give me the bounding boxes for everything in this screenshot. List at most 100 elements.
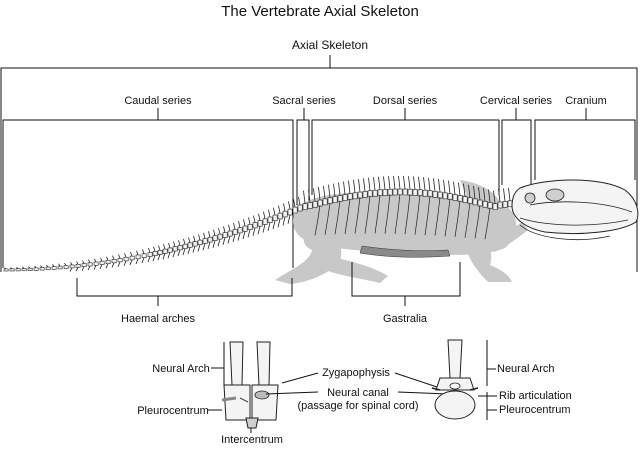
haemal-arch	[242, 231, 246, 240]
neural-spine	[208, 231, 211, 238]
vertebra	[141, 253, 147, 258]
anterior-vertebra-detail	[431, 339, 479, 420]
vertebra	[129, 255, 135, 261]
haemal-arch	[141, 257, 145, 264]
rib	[414, 194, 421, 235]
vertebra	[75, 263, 81, 268]
vertebra	[227, 230, 233, 237]
vertebra	[262, 218, 268, 225]
vertebra	[217, 233, 223, 240]
vertebra	[242, 225, 248, 232]
sacral-bracket	[296, 119, 310, 205]
vertebra	[257, 220, 263, 227]
neural-arch-label-right: Neural Arch	[497, 363, 554, 375]
haemal-bracket	[76, 278, 293, 297]
body-silhouette	[275, 180, 528, 284]
haemal-arch	[257, 226, 261, 235]
vertebral-column	[3, 175, 513, 272]
neural-spine	[398, 175, 401, 190]
vertebra	[152, 251, 158, 256]
neural-spine	[308, 189, 311, 203]
neural-spine	[413, 176, 416, 190]
neural-spine	[293, 199, 296, 208]
neural-spine	[453, 181, 456, 195]
haemal-arch	[267, 222, 271, 231]
neural-spine	[433, 178, 436, 192]
haemal-arch	[227, 235, 231, 244]
region-brackets	[2, 108, 636, 268]
neural-spine	[94, 258, 97, 263]
vertebra	[27, 267, 33, 271]
haemal-arch	[207, 241, 211, 250]
vertebra	[111, 258, 117, 264]
lateral-vertebrae-detail	[221, 341, 279, 429]
haemal-arch	[182, 248, 186, 256]
neural-spine	[283, 203, 286, 212]
vertebra	[3, 268, 9, 272]
diagram-title: The Vertebrate Axial Skeleton	[221, 3, 419, 20]
neural-spine	[106, 256, 109, 261]
rib	[324, 202, 331, 235]
neural-spine	[343, 181, 346, 195]
neural-spine	[52, 264, 55, 267]
vertebra	[187, 242, 193, 248]
neural-spine	[40, 265, 43, 268]
neural-spine	[228, 224, 231, 232]
vertebra	[312, 200, 318, 208]
vertebra	[422, 189, 428, 197]
vertebra	[182, 243, 188, 249]
neural-spine	[88, 259, 91, 263]
vertebra	[282, 210, 288, 218]
neural-spine	[238, 221, 241, 228]
neural-spine	[4, 267, 7, 270]
neural-spine	[213, 229, 216, 236]
vertebra	[247, 223, 253, 230]
vertebra	[45, 266, 51, 271]
neural-canal-pointer-right	[397, 391, 449, 395]
neural-spine	[338, 182, 341, 196]
haemal-arch	[217, 239, 221, 247]
vertebra	[462, 196, 468, 203]
neural-spine	[46, 264, 49, 268]
neural-spine	[203, 232, 206, 239]
neural-spine	[253, 215, 256, 223]
neural-spine	[358, 179, 361, 193]
vertebra	[287, 208, 293, 216]
axial-skeleton-bracket	[0, 67, 638, 272]
haemal-arch	[232, 234, 236, 243]
sacral-series-label: Sacral series	[272, 95, 336, 107]
neural-spine	[243, 219, 246, 227]
vertebra	[382, 189, 388, 196]
neural-spine	[112, 255, 115, 260]
neural-arch-label-left: Neural Arch	[152, 363, 209, 375]
haemal-arch	[237, 232, 241, 241]
vertebra	[197, 239, 203, 246]
vertebra	[362, 191, 368, 198]
neural-spine	[333, 183, 336, 197]
vertebra	[39, 267, 45, 271]
haemal-arch	[105, 263, 109, 269]
neural-spine	[383, 176, 386, 190]
vertebra	[192, 241, 198, 247]
rib	[464, 202, 471, 238]
vertebra	[432, 191, 438, 198]
vertebra	[497, 201, 503, 209]
vertebra	[81, 263, 87, 267]
haemal-arch	[162, 253, 166, 260]
neural-spine	[82, 260, 85, 264]
neural-spine	[193, 235, 196, 242]
zygapophysis-pointer-right	[394, 372, 438, 388]
neural-spine	[353, 179, 356, 193]
neural-spine	[403, 176, 406, 190]
vertebra	[292, 206, 298, 214]
neural-spine	[153, 246, 156, 252]
vertebra	[372, 189, 378, 197]
cranium-bracket	[534, 119, 636, 180]
vertebra	[177, 245, 183, 251]
haemal-arch	[87, 265, 91, 271]
vertebra	[452, 194, 458, 201]
neural-spine	[218, 227, 221, 235]
neural-spine	[198, 234, 201, 241]
neural-spine	[508, 187, 511, 201]
